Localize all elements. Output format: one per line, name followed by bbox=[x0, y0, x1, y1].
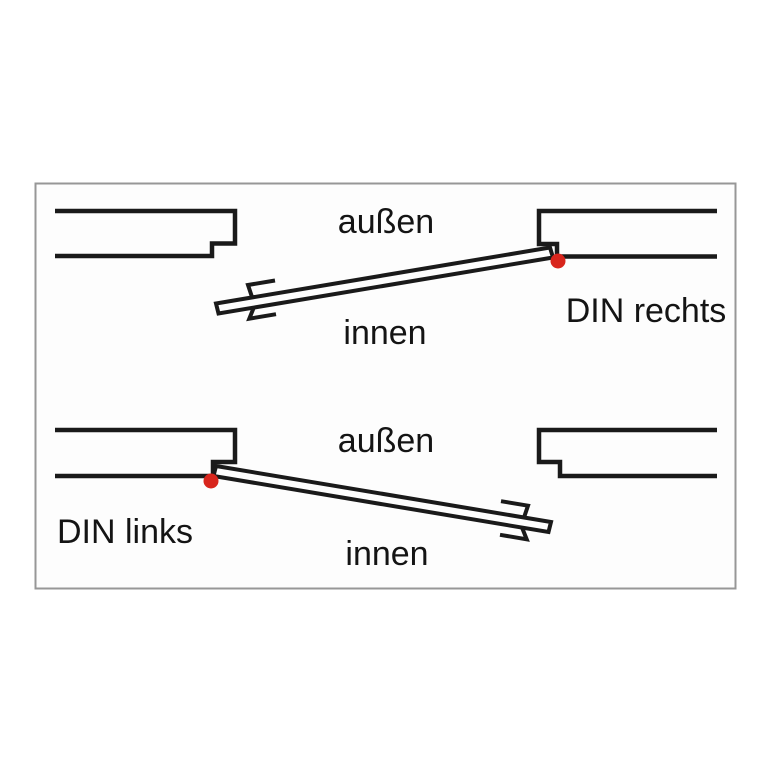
label-outside-bottom: außen bbox=[338, 422, 434, 460]
din-rechts-scene: außen innen DIN rechts bbox=[55, 203, 726, 352]
top-door-handle-inside bbox=[246, 306, 277, 322]
label-din-rechts: DIN rechts bbox=[566, 292, 727, 330]
label-din-links: DIN links bbox=[57, 513, 193, 551]
top-door-handle-outside bbox=[245, 278, 276, 298]
bottom-left-wall bbox=[55, 427, 238, 479]
top-left-wall bbox=[55, 208, 238, 259]
top-door-leaf bbox=[213, 245, 556, 316]
bottom-door-leaf bbox=[211, 463, 554, 535]
label-inside-bottom: innen bbox=[345, 535, 428, 573]
bottom-door-handle-inside bbox=[499, 526, 530, 542]
bottom-hinge-dot bbox=[203, 473, 219, 489]
bottom-right-wall bbox=[536, 427, 717, 479]
bottom-door-handle-outside bbox=[500, 499, 531, 519]
label-outside-top: außen bbox=[338, 203, 434, 241]
top-hinge-dot bbox=[550, 253, 566, 269]
diagram-frame bbox=[34, 182, 737, 590]
label-inside-top: innen bbox=[343, 314, 426, 352]
din-links-scene: außen innen DIN links bbox=[55, 422, 717, 573]
top-right-wall bbox=[536, 208, 717, 259]
